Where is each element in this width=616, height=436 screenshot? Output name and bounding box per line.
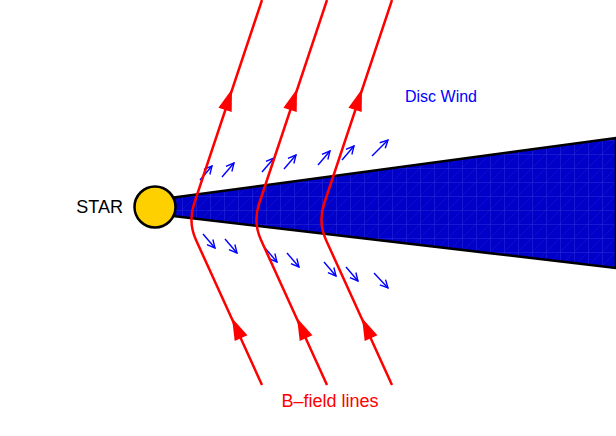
disc-wind-arrows	[200, 140, 388, 288]
accretion-disc	[155, 138, 616, 268]
field-arrowheads	[218, 87, 377, 341]
magnetic-field-lines	[191, 0, 392, 385]
star-circle: STAR	[133, 185, 177, 229]
star-label: STAR	[76, 197, 123, 218]
wind-label: Disc Wind	[405, 88, 477, 106]
star-outline	[133, 185, 177, 229]
field-label: B–field lines	[281, 391, 378, 412]
